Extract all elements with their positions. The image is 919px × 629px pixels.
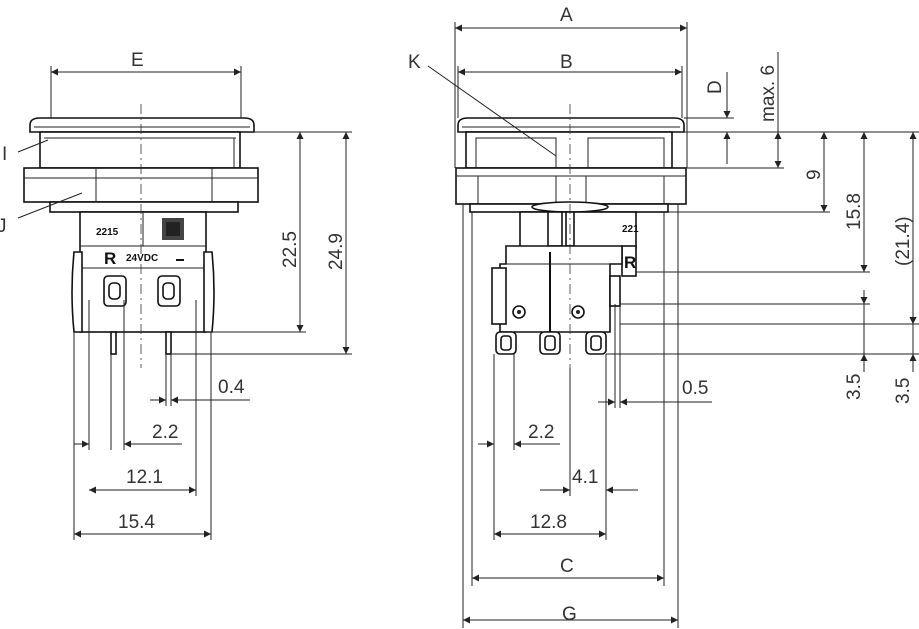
dim-max-6: max. 6 [758, 65, 779, 122]
left-code-mark: 2215 [96, 227, 119, 238]
right-r-mark: R [624, 253, 636, 272]
left-pin-1 [110, 331, 117, 355]
dim-2-2-right: 2.2 [528, 422, 554, 443]
right-collar [465, 131, 673, 169]
left-dimensions: E I J 22.5 24.9 0.4 2.2 12.1 [0, 50, 352, 540]
right-cap [457, 117, 685, 133]
label-A: A [560, 5, 573, 26]
right-view: 221 R [455, 104, 687, 368]
dim-2-2-left: 2.2 [152, 422, 178, 443]
dim-15-4: 15.4 [118, 512, 155, 533]
left-clip-left [71, 251, 83, 333]
dim-12-1: 12.1 [126, 467, 163, 488]
dim-0-4: 0.4 [218, 377, 245, 398]
dim-9: 9 [804, 169, 825, 180]
left-cap [29, 117, 255, 133]
label-I: I [2, 144, 7, 165]
label-B: B [560, 52, 573, 73]
right-switch-upper [519, 211, 637, 249]
right-switch-body [499, 245, 623, 333]
dim-21-4: (21.4) [893, 216, 914, 266]
dim-0-5: 0.5 [682, 378, 708, 399]
right-dimensions: A B K D max. 6 9 15.8 (21 [408, 5, 919, 628]
label-K: K [408, 52, 421, 73]
dim-3-5-a: 3.5 [844, 374, 865, 400]
dim-3-5-b: 3.5 [893, 378, 914, 404]
dim-15-8: 15.8 [844, 193, 865, 230]
left-clip-right [203, 251, 215, 333]
dim-12-8: 12.8 [530, 512, 567, 533]
left-view: 2215 R 24VDC [23, 104, 259, 368]
right-nut [455, 167, 687, 205]
label-G: G [562, 604, 577, 625]
left-r-mark: R [104, 249, 116, 268]
dim-22-5: 22.5 [280, 231, 301, 268]
label-E: E [131, 50, 144, 71]
left-voltage-mark: 24VDC [126, 253, 158, 264]
dim-4-1: 4.1 [572, 467, 598, 488]
left-collar [39, 131, 241, 169]
label-J: J [0, 216, 7, 237]
label-D: D [705, 80, 726, 94]
left-base [49, 201, 239, 213]
left-pin-2 [165, 331, 172, 355]
label-C: C [560, 556, 574, 577]
dim-24-9: 24.9 [326, 233, 347, 270]
right-code-mark: 221 [622, 224, 639, 235]
